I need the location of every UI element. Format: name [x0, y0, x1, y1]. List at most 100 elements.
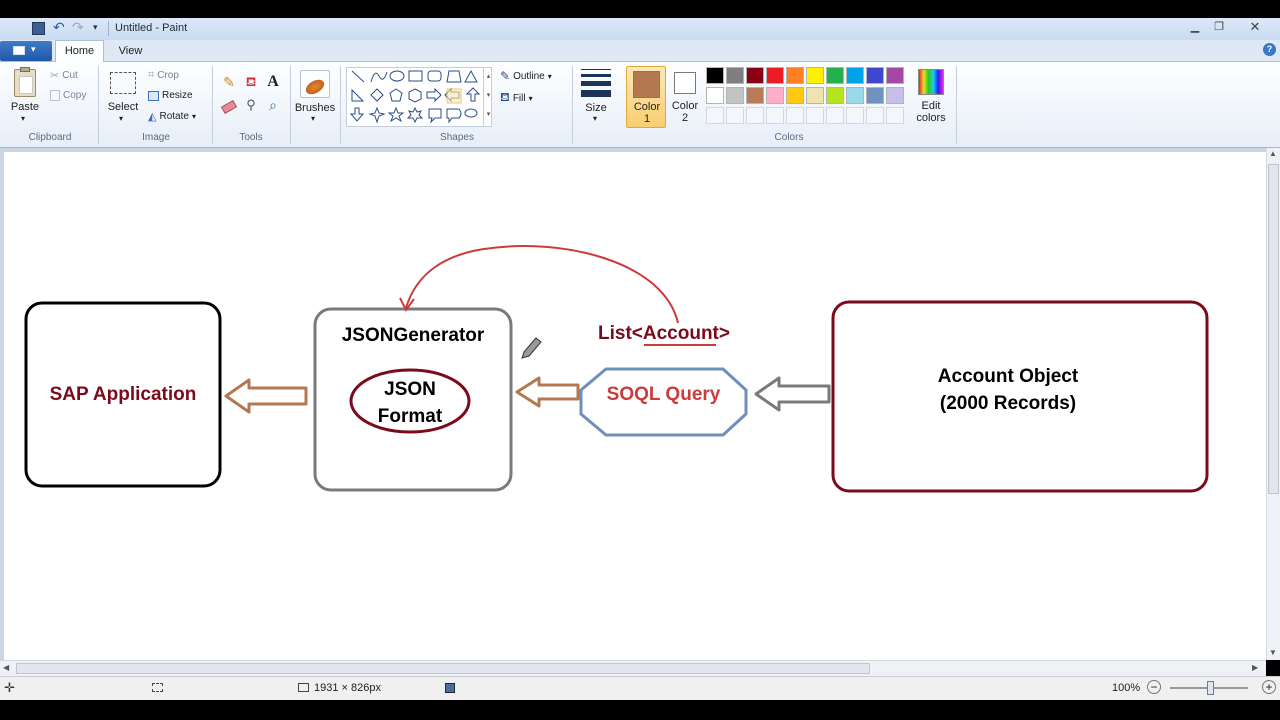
palette-swatch[interactable]	[806, 107, 824, 124]
group-separator	[340, 66, 341, 144]
close-button[interactable]: ✕	[1249, 19, 1261, 34]
account-object-label: Account Object (2000 Records)	[833, 363, 1183, 417]
select-rectangle-icon	[110, 72, 136, 94]
brushes-button[interactable]: Brushes ▾	[294, 68, 336, 130]
drawing-canvas[interactable]: SAP Application JSONGenerator JSON Forma…	[4, 152, 1266, 660]
zoom-in-button[interactable]: +	[1262, 680, 1276, 694]
palette-swatch[interactable]	[746, 87, 764, 104]
palette-swatch[interactable]	[786, 87, 804, 104]
fill-tool[interactable]: ⛾	[245, 74, 257, 89]
palette-swatch[interactable]	[846, 67, 864, 84]
palette-swatch[interactable]	[886, 87, 904, 104]
select-button[interactable]: Select ▾	[106, 68, 140, 128]
tab-home[interactable]: Home	[55, 40, 104, 63]
zoom-level: 100%	[1112, 682, 1141, 694]
edit-colors-label-line1: Edit	[921, 100, 941, 112]
restore-button[interactable]: ❐	[1214, 21, 1224, 33]
palette-swatch[interactable]	[746, 107, 764, 124]
horizontal-scroll-thumb[interactable]	[16, 663, 870, 674]
fill-button[interactable]: ⛾ Fill ▾	[500, 90, 533, 106]
vertical-scroll-thumb[interactable]	[1268, 164, 1279, 494]
paste-dropdown-icon: ▾	[21, 114, 26, 123]
paste-button[interactable]: Paste ▾	[8, 66, 42, 128]
color-picker-tool[interactable]: ⚲	[246, 97, 256, 112]
palette-swatch[interactable]	[726, 67, 744, 84]
paste-label: Paste	[10, 101, 40, 113]
image-dimensions: 1931 × 826px	[314, 682, 381, 694]
json-generator-label: JSONGenerator	[341, 325, 485, 346]
palette-swatch[interactable]	[866, 107, 884, 124]
shapes-gallery[interactable]	[346, 67, 492, 127]
palette-swatch[interactable]	[766, 67, 784, 84]
text-tool[interactable]: A	[267, 73, 279, 90]
minimize-button[interactable]: ▁	[1190, 21, 1200, 33]
eraser-tool[interactable]	[219, 98, 239, 118]
zoom-out-button[interactable]: −	[1147, 680, 1161, 694]
vertical-scrollbar[interactable]: ▲ ▼	[1266, 148, 1280, 660]
palette-swatch[interactable]	[786, 67, 804, 84]
palette-swatch[interactable]	[886, 107, 904, 124]
palette-swatch[interactable]	[726, 107, 744, 124]
color2-label-line1: Color	[671, 100, 699, 112]
magnifier-tool[interactable]: ⌕	[269, 97, 277, 113]
tab-view[interactable]: View	[108, 40, 153, 62]
status-bar: ✛ 1931 × 826px 100% − +	[0, 676, 1280, 700]
select-label: Select	[107, 101, 139, 113]
clipboard-icon	[14, 67, 36, 97]
palette-swatch[interactable]	[706, 87, 724, 104]
palette-swatch[interactable]	[846, 107, 864, 124]
palette-swatch[interactable]	[826, 67, 844, 84]
json-format-line1: JSON	[384, 379, 436, 400]
app-menu-icon	[13, 46, 25, 55]
shapes-gallery-icons	[349, 69, 481, 124]
palette-swatch[interactable]	[766, 87, 784, 104]
application-menu-button[interactable]: ▾	[0, 41, 52, 61]
palette-swatch[interactable]	[826, 107, 844, 124]
edit-colors-button[interactable]: Edit colors	[912, 66, 950, 128]
selection-size-icon	[152, 683, 163, 692]
palette-swatch[interactable]	[746, 67, 764, 84]
palette-swatch[interactable]	[806, 87, 824, 104]
resize-label: Resize	[162, 90, 193, 101]
rotate-label: Rotate	[159, 111, 189, 122]
palette-swatch[interactable]	[786, 107, 804, 124]
color1-label-line1: Color	[633, 101, 661, 113]
pencil-cursor-icon	[521, 337, 542, 359]
palette-swatch[interactable]	[726, 87, 744, 104]
scroll-down-icon[interactable]: ▼	[1269, 648, 1277, 657]
palette-swatch[interactable]	[766, 107, 784, 124]
palette-swatch[interactable]	[866, 67, 884, 84]
pencil-tool[interactable]: ✎	[223, 74, 235, 90]
shapes-scroll[interactable]: ▴▾▾	[483, 67, 493, 127]
palette-swatch[interactable]	[866, 87, 884, 104]
cut-button[interactable]: ✂ Cut	[50, 69, 78, 82]
color2-button[interactable]: Color 2	[668, 66, 702, 128]
rotate-button[interactable]: ◭ Rotate ▾	[148, 110, 196, 123]
scroll-right-icon[interactable]: ▶	[1252, 663, 1259, 672]
outline-button[interactable]: ✎ Outline ▾	[500, 69, 552, 83]
palette-swatch[interactable]	[826, 87, 844, 104]
crop-button[interactable]: ⌗ Crop	[148, 69, 179, 82]
resize-button[interactable]: Resize	[148, 90, 193, 101]
group-separator	[212, 66, 213, 144]
redo-icon[interactable]: ↷	[72, 19, 84, 35]
save-icon[interactable]	[32, 22, 45, 35]
copy-button[interactable]: Copy	[50, 90, 86, 101]
palette-swatch[interactable]	[886, 67, 904, 84]
undo-icon[interactable]: ↶	[53, 19, 65, 35]
scroll-up-icon[interactable]: ▲	[1269, 149, 1277, 158]
copy-icon	[50, 90, 60, 101]
tab-view-label: View	[118, 45, 143, 57]
scroll-left-icon[interactable]: ◀	[3, 663, 10, 672]
color1-button[interactable]: Color 1	[626, 66, 666, 128]
line-size-icon	[581, 69, 611, 97]
palette-swatch[interactable]	[846, 87, 864, 104]
quick-access-dropdown-icon[interactable]: ▾	[93, 22, 98, 32]
palette-swatch[interactable]	[706, 107, 724, 124]
size-button[interactable]: Size ▾	[578, 68, 614, 130]
palette-swatch[interactable]	[806, 67, 824, 84]
help-icon[interactable]: ?	[1263, 43, 1276, 56]
palette-swatch[interactable]	[706, 67, 724, 84]
horizontal-scrollbar[interactable]: ◀ ▶	[0, 660, 1266, 676]
zoom-slider-thumb[interactable]	[1207, 681, 1214, 695]
